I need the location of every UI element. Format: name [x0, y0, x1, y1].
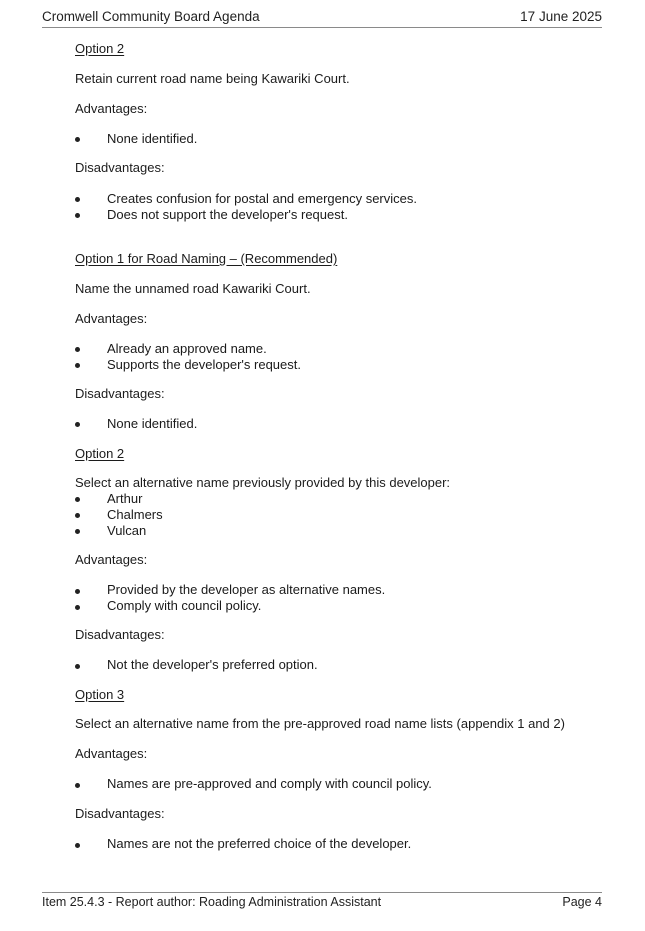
bullet-icon [75, 347, 80, 352]
section-description: Name the unnamed road Kawariki Court. [75, 281, 311, 296]
disadvantages-label: Disadvantages: [75, 806, 165, 821]
bullet-icon [75, 843, 80, 848]
disadvantages-label: Disadvantages: [75, 627, 165, 642]
bullet-icon [75, 605, 80, 610]
disadvantage-item: Creates confusion for postal and emergen… [107, 191, 417, 206]
name-item: Arthur [107, 491, 143, 506]
section-heading: Option 2 [75, 41, 125, 56]
bullet-icon [75, 497, 80, 502]
bullet-icon [75, 213, 80, 218]
section-description: Retain current road name being Kawariki … [75, 71, 350, 86]
section-description: Select an alternative name previously pr… [75, 475, 451, 490]
bullet-icon [75, 422, 80, 427]
footer-item-author: Item 25.4.3 - Report author: Roading Adm… [42, 895, 382, 909]
advantage-item: Provided by the developer as alternative… [107, 582, 386, 597]
bullet-icon [75, 513, 80, 518]
bullet-icon [75, 197, 80, 202]
advantages-label: Advantages: [75, 552, 148, 567]
section-heading: Option 1 for Road Naming – (Recommended) [75, 251, 338, 266]
section-heading: Option 2 [75, 446, 125, 461]
disadvantages-label: Disadvantages: [75, 386, 165, 401]
advantage-item: Already an approved name. [107, 341, 267, 356]
document-title: Cromwell Community Board Agenda [42, 9, 260, 24]
disadvantage-item: Names are not the preferred choice of th… [107, 836, 412, 851]
disadvantage-item: None identified. [107, 416, 198, 431]
disadvantage-item: Not the developer's preferred option. [107, 657, 318, 672]
page-number: Page 4 [562, 895, 602, 909]
advantage-item: Supports the developer's request. [107, 357, 301, 372]
advantage-item: Names are pre-approved and comply with c… [107, 776, 432, 791]
advantages-label: Advantages: [75, 311, 148, 326]
advantage-item: Comply with council policy. [107, 598, 262, 613]
disadvantages-label: Disadvantages: [75, 160, 165, 175]
bullet-icon [75, 363, 80, 368]
bullet-icon [75, 589, 80, 594]
bullet-icon [75, 664, 80, 669]
name-item: Chalmers [107, 507, 163, 522]
advantages-label: Advantages: [75, 746, 148, 761]
footer-rule [42, 892, 602, 893]
header-rule [42, 27, 602, 28]
advantage-item: None identified. [107, 131, 198, 146]
bullet-icon [75, 783, 80, 788]
section-heading: Option 3 [75, 687, 125, 702]
bullet-icon [75, 137, 80, 142]
document-date: 17 June 2025 [520, 9, 602, 24]
name-item: Vulcan [107, 523, 147, 538]
bullet-icon [75, 529, 80, 534]
section-description: Select an alternative name from the pre-… [75, 716, 565, 731]
advantages-label: Advantages: [75, 101, 148, 116]
disadvantage-item: Does not support the developer's request… [107, 207, 348, 222]
